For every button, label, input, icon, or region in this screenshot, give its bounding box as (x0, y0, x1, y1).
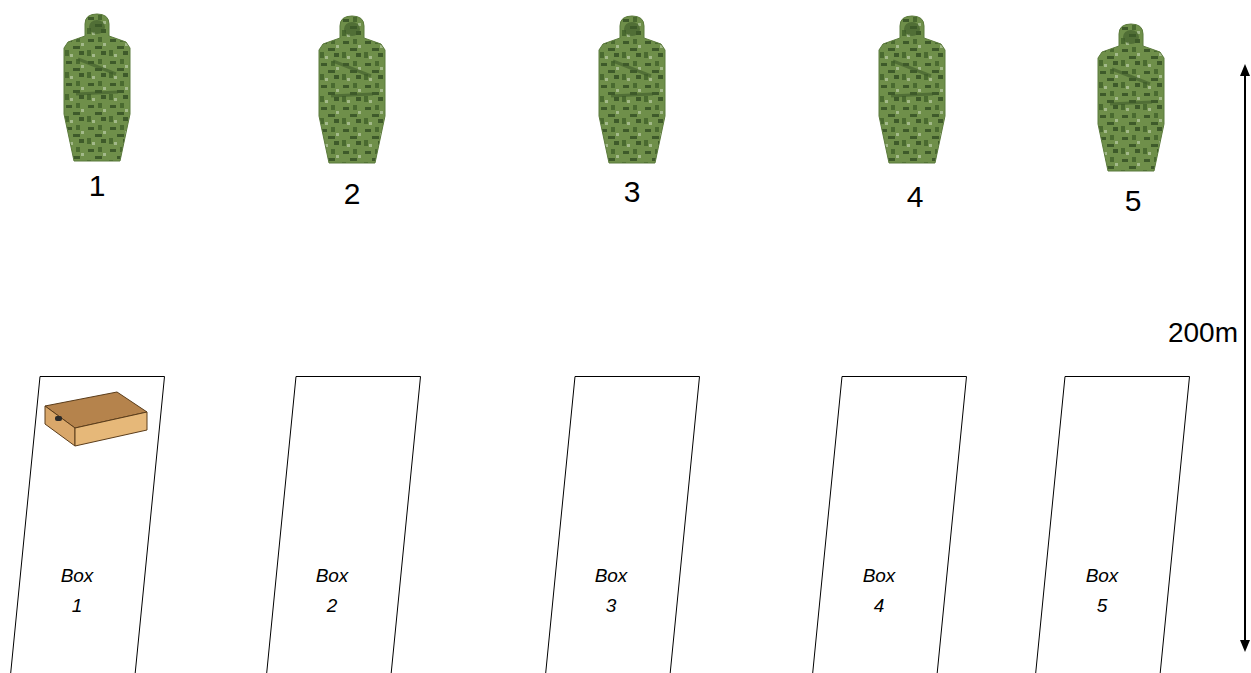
target-number: 2 (344, 177, 361, 211)
soldier-target (599, 16, 665, 163)
soldier-target (1098, 24, 1164, 171)
lane-outline (545, 376, 700, 673)
box-label: Box 2 (316, 561, 349, 621)
lane-box: Box 1 (10, 376, 165, 673)
crate-handle (55, 416, 62, 421)
lane-parallelogram (546, 377, 700, 673)
soldier-target (64, 14, 130, 161)
soldier-target (879, 16, 945, 163)
box-label: Box 1 (61, 561, 94, 621)
lane-outline (1035, 376, 1190, 673)
lane-parallelogram (11, 377, 165, 673)
box-label: Box 3 (595, 561, 628, 621)
crate-icon (45, 392, 147, 446)
target-number: 4 (907, 180, 924, 214)
lane-outline (10, 376, 165, 673)
soldier-target (319, 16, 385, 163)
box-label: Box 5 (1086, 561, 1119, 621)
target-number: 5 (1125, 184, 1142, 218)
lane-box: Box 3 (545, 376, 700, 673)
lane-parallelogram (267, 377, 421, 673)
target-number: 1 (89, 169, 106, 203)
lane-parallelogram (1036, 377, 1190, 673)
target-number: 3 (624, 175, 641, 209)
crate-front (45, 406, 75, 446)
box-label: Box 4 (863, 561, 896, 621)
lane-outline (266, 376, 421, 673)
crate-side (75, 412, 147, 446)
lane-box: Box 5 (1035, 376, 1190, 673)
lane-box: Box 2 (266, 376, 421, 673)
distance-label: 200m (1168, 317, 1238, 349)
lane-parallelogram (813, 377, 967, 673)
lane-box: Box 4 (812, 376, 967, 673)
distance-arrow (1240, 64, 1250, 652)
lane-outline (812, 376, 967, 673)
